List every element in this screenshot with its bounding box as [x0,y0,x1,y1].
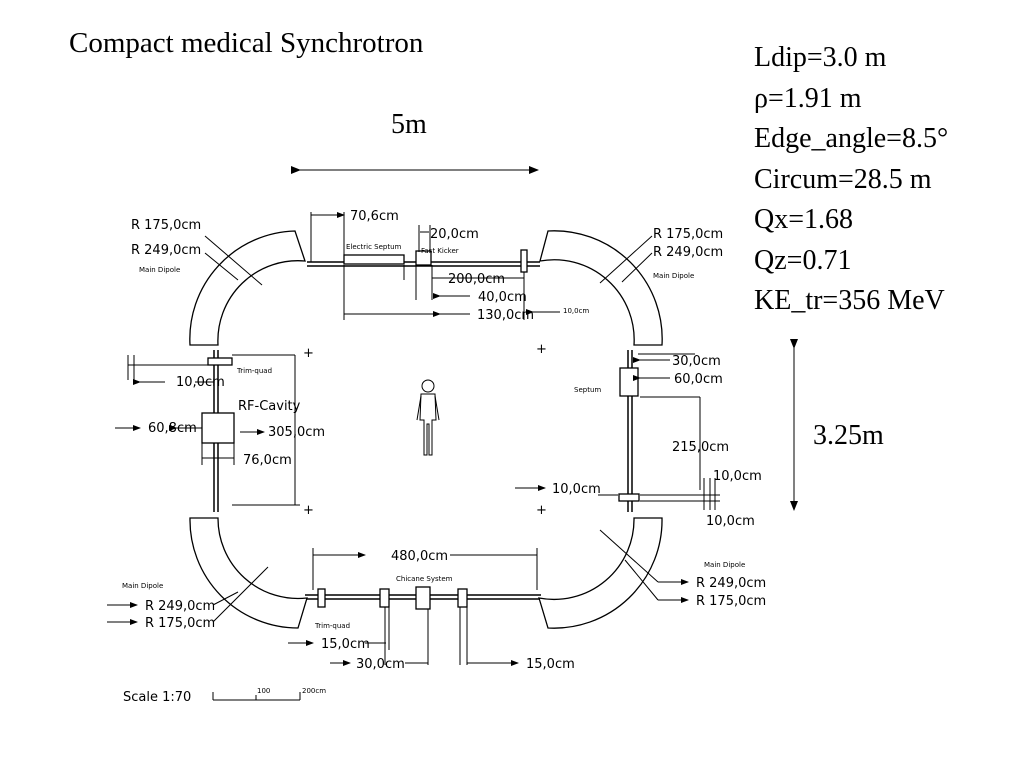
height-dimension-label: 3.25m [813,420,884,451]
radius-label: R 249,0cm [145,599,215,614]
radius-label: R 249,0cm [653,245,723,260]
electric-septum-label: Electric Septum [346,243,402,251]
scale-label: Scale 1:70 [123,690,191,705]
main-dipole-label: Main Dipole [653,272,694,280]
electric-septum-element [343,254,405,265]
fast-kicker-label: Fast Kicker [421,247,459,255]
dimension-label: 40,0cm [478,290,527,305]
trim-quad-label: Trim-quad [236,367,272,375]
chicane-magnet-1 [379,588,390,608]
radius-label: R 175,0cm [696,594,766,609]
main-dipole-top-right [539,230,663,346]
dimension-label: 215,0cm [672,440,729,455]
dimension-label: 60,8cm [148,421,197,436]
trim-quad-label: Trim-quad [314,622,350,630]
septum-label: Septum [574,386,601,394]
main-dipole-bottom-left [189,517,308,629]
parameter-item: Qx=1.68 [754,204,854,235]
dimension-label: 20,0cm [430,227,479,242]
dimension-label: 15,0cm [526,657,575,672]
parameter-item: Circum=28.5 m [754,163,932,195]
radius-label: R 175,0cm [145,616,215,631]
dimension-label: 480,0cm [391,549,448,564]
parameter-list: Ldip=3.0 m ρ=1.91 m Edge_angle=8.5° Circ… [754,38,948,322]
svg-text:+: + [536,503,547,518]
dimension-label: 10,0cm [176,375,225,390]
septum-element [619,367,639,397]
parameter-item: Ldip=3.0 m [754,42,887,73]
main-dipole-label: Main Dipole [704,561,745,569]
dimension-label: 70,6cm [350,209,399,224]
scale-tick-label: 100 [257,687,270,695]
scale-bar [212,692,301,701]
svg-text:+: + [536,342,547,357]
dimension-label: 10,0cm [563,307,589,315]
dimension-label: 10,0cm [713,469,762,484]
main-dipole-top-left [189,230,306,346]
dimension-label: 10,0cm [706,514,755,529]
dimension-label: 305,0cm [268,425,325,440]
dimension-label: 30,0cm [356,657,405,672]
dimension-label: 76,0cm [243,453,292,468]
parameter-item: ρ=1.91 m [754,82,862,114]
chicane-system-label: Chicane System [396,575,453,583]
dimension-label: 15,0cm [321,637,370,652]
rf-cavity-label: RF-Cavity [238,399,301,414]
rf-cavity-element [201,412,235,444]
dimension-label: 60,0cm [674,372,723,387]
dimension-label: 200,0cm [448,272,505,287]
width-dimension-label: 5m [391,109,427,140]
dimension-label: 30,0cm [672,354,721,369]
human-figure-icon [416,379,440,456]
dimension-label: 10,0cm [552,482,601,497]
main-dipole-label: Main Dipole [122,582,163,590]
radius-label: R 175,0cm [653,227,723,242]
chicane-magnet-3 [457,588,468,608]
parameter-item: Qz=0.71 [754,244,852,276]
fast-kicker-element [415,250,432,266]
trim-quad-left-element [207,357,233,366]
right-quad-element [618,493,640,502]
parameter-item: KE_tr=356 MeV [754,285,945,316]
dimension-label: 130,0cm [477,308,534,323]
slide-title: Compact medical Synchrotron [69,27,424,59]
radius-label: R 249,0cm [696,576,766,591]
svg-text:+: + [303,503,314,518]
radius-label: R 249,0cm [131,243,201,258]
svg-text:+: + [303,346,314,361]
scale-tick-label: 200cm [302,687,326,695]
main-dipole-bottom-right [538,517,663,629]
top-quad-element [520,249,528,273]
parameter-item: Edge_angle=8.5° [754,123,949,154]
radius-label: R 175,0cm [131,218,201,233]
main-dipole-label: Main Dipole [139,266,180,274]
chicane-magnet-2 [415,586,431,610]
trim-quad-bottom-element [317,588,326,608]
